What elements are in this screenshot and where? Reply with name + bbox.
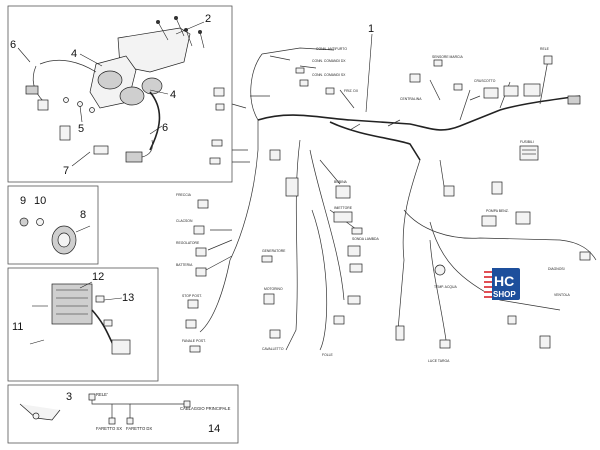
callout-3: 3 xyxy=(66,391,72,403)
relay-block xyxy=(269,149,353,223)
label-centralina: CENTRALINA xyxy=(400,97,422,101)
callout-5: 5 xyxy=(78,123,84,135)
callout-1: 1 xyxy=(368,23,374,35)
logo-text-shop: SHOP xyxy=(493,290,516,299)
auxiliary-harness-14 xyxy=(88,393,191,425)
sensor-6-left xyxy=(25,85,49,111)
label-clacson: CLACSON xyxy=(176,219,193,223)
label-pompa: POMPA BENZ. xyxy=(486,209,509,213)
label-targa: LUCE TARGA xyxy=(428,359,450,363)
box-harness-accessories xyxy=(7,384,239,444)
connectors-13 xyxy=(95,295,113,327)
label-ventola: VENTOLA xyxy=(554,293,571,297)
callout-6a: 6 xyxy=(10,39,16,51)
callout-14: 14 xyxy=(208,423,220,435)
label-sensore: SENSORE MARCIA xyxy=(432,55,463,59)
label-regolatore: REGOLATORE xyxy=(176,241,200,245)
label-fanale: FANALE POST. xyxy=(182,339,206,343)
callout-8: 8 xyxy=(80,209,86,221)
label-cruscotto: CRUSCOTTO xyxy=(474,79,496,83)
callout-4b: 4 xyxy=(170,89,176,101)
label-faretto-dx: FARETTO DX xyxy=(126,426,152,431)
label-rele-14: RELE' xyxy=(96,392,108,397)
left-branch-connectors xyxy=(185,87,225,353)
callout-11: 11 xyxy=(12,321,23,333)
label-comandi-dx: CONN. COMANDI DX xyxy=(312,59,346,63)
label-rele: RELE xyxy=(540,47,550,51)
dashboard-connectors xyxy=(483,83,581,105)
bracket-assembly xyxy=(32,27,191,151)
nut-9 xyxy=(19,217,29,227)
label-faretto-sx: FARETTO SX xyxy=(96,426,122,431)
washers-5 xyxy=(63,97,95,113)
box-sensors-brackets xyxy=(7,5,233,183)
label-iniettore: INIETTORE xyxy=(334,206,353,210)
label-batteria: BATTERIA xyxy=(176,263,193,267)
box-horn xyxy=(7,185,99,265)
callout-12: 12 xyxy=(92,271,104,283)
label-friz: FRIZ. DX xyxy=(344,89,359,93)
callout-13: 13 xyxy=(122,292,134,304)
callout-7: 7 xyxy=(63,165,69,177)
callout-6b: 6 xyxy=(162,122,168,134)
callout-4a: 4 xyxy=(71,48,77,60)
label-antifurto: CONN. ANTIFURTO xyxy=(316,47,347,51)
callout-9: 9 xyxy=(20,195,26,207)
label-cablaggio-14: CABLAGGIO PRINCIPALE xyxy=(180,406,231,411)
label-folle: FOLLE xyxy=(322,353,333,357)
washer-10 xyxy=(36,218,44,226)
label-motorino: MOTORINO xyxy=(264,287,283,291)
regulator-12 xyxy=(51,283,131,355)
label-freccia: FRECCIA xyxy=(176,193,192,197)
label-generatore: GENERATORE xyxy=(262,249,286,253)
connector-cluster-right xyxy=(409,55,553,91)
label-lambda: SONDA LAMBDA xyxy=(352,237,379,241)
label-comandi-sx: CONN. COMANDI SX xyxy=(312,73,346,77)
cable-tie-3 xyxy=(19,403,61,421)
spark-plug-7 xyxy=(59,125,153,163)
callout-2: 2 xyxy=(205,13,211,25)
box-regulator xyxy=(7,267,159,382)
callout-10: 10 xyxy=(34,195,46,207)
label-diagnosi: DIAGNOSI xyxy=(548,267,565,271)
bolts-11 xyxy=(29,305,48,345)
label-stop: STOP POST. xyxy=(182,294,202,298)
logo-text-hc: HC xyxy=(494,273,514,289)
fuse-box xyxy=(519,145,539,161)
right-lower-components xyxy=(395,181,591,349)
label-fusibili: FUSIBILI xyxy=(520,140,534,144)
central-connectors xyxy=(261,67,363,339)
label-cavalletto: CAVALLETTO xyxy=(262,347,284,351)
hc-shop-logo: HC SHOP xyxy=(484,268,520,300)
label-temp: TEMP. ACQUA xyxy=(434,285,457,289)
label-bobina: BOBINA xyxy=(334,180,348,184)
horn-8 xyxy=(51,225,91,255)
